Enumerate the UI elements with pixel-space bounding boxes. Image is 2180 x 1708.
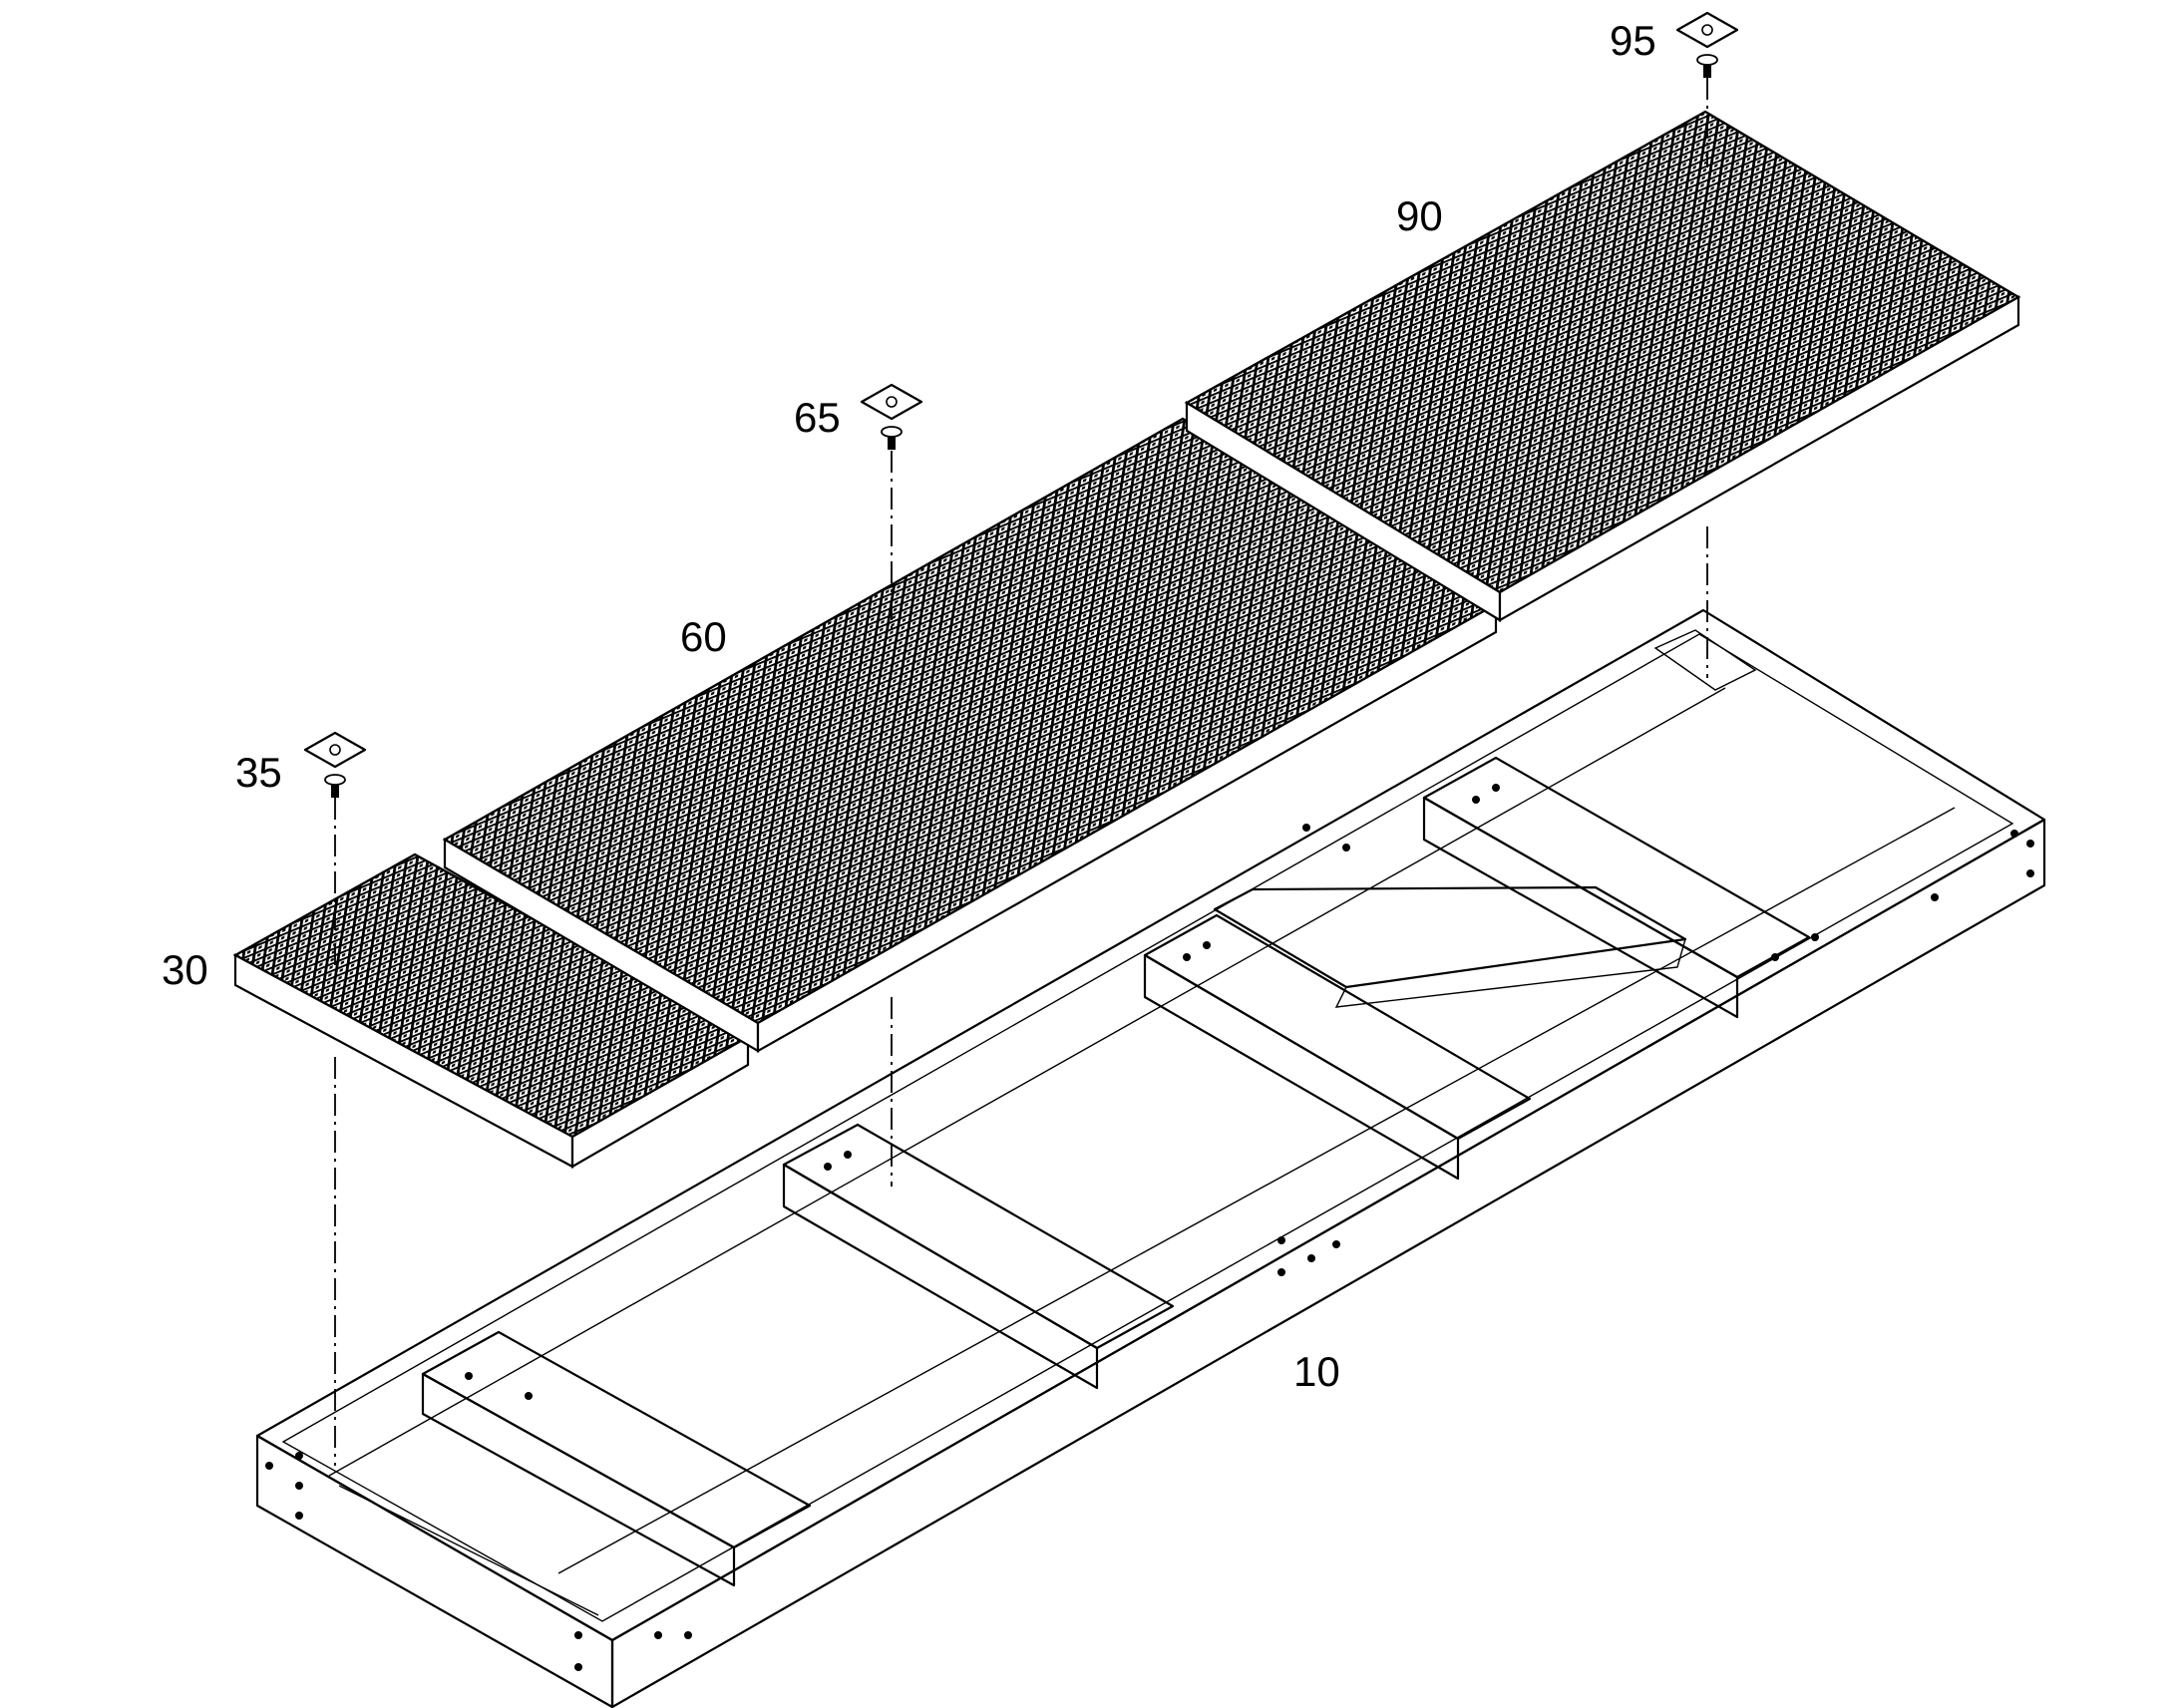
base-frame (255, 608, 2046, 1708)
frame-bolt-holes (265, 784, 2034, 1671)
callout-35: 35 (235, 749, 282, 796)
callout-65: 65 (794, 394, 841, 441)
rear-clamp (1675, 11, 1739, 78)
callout-95: 95 (1610, 17, 1656, 64)
middle-grating-panel (442, 417, 1499, 1053)
middle-clamp (860, 383, 923, 450)
front-clamp (303, 731, 367, 798)
assembly-axis-lines (334, 78, 1708, 1466)
callout-60: 60 (680, 613, 727, 660)
callout-90: 90 (1396, 192, 1443, 239)
callout-30: 30 (162, 946, 208, 993)
callout-10: 10 (1293, 1348, 1340, 1395)
front-grating-panel (232, 853, 751, 1169)
rear-grating-panel (1184, 110, 2021, 622)
